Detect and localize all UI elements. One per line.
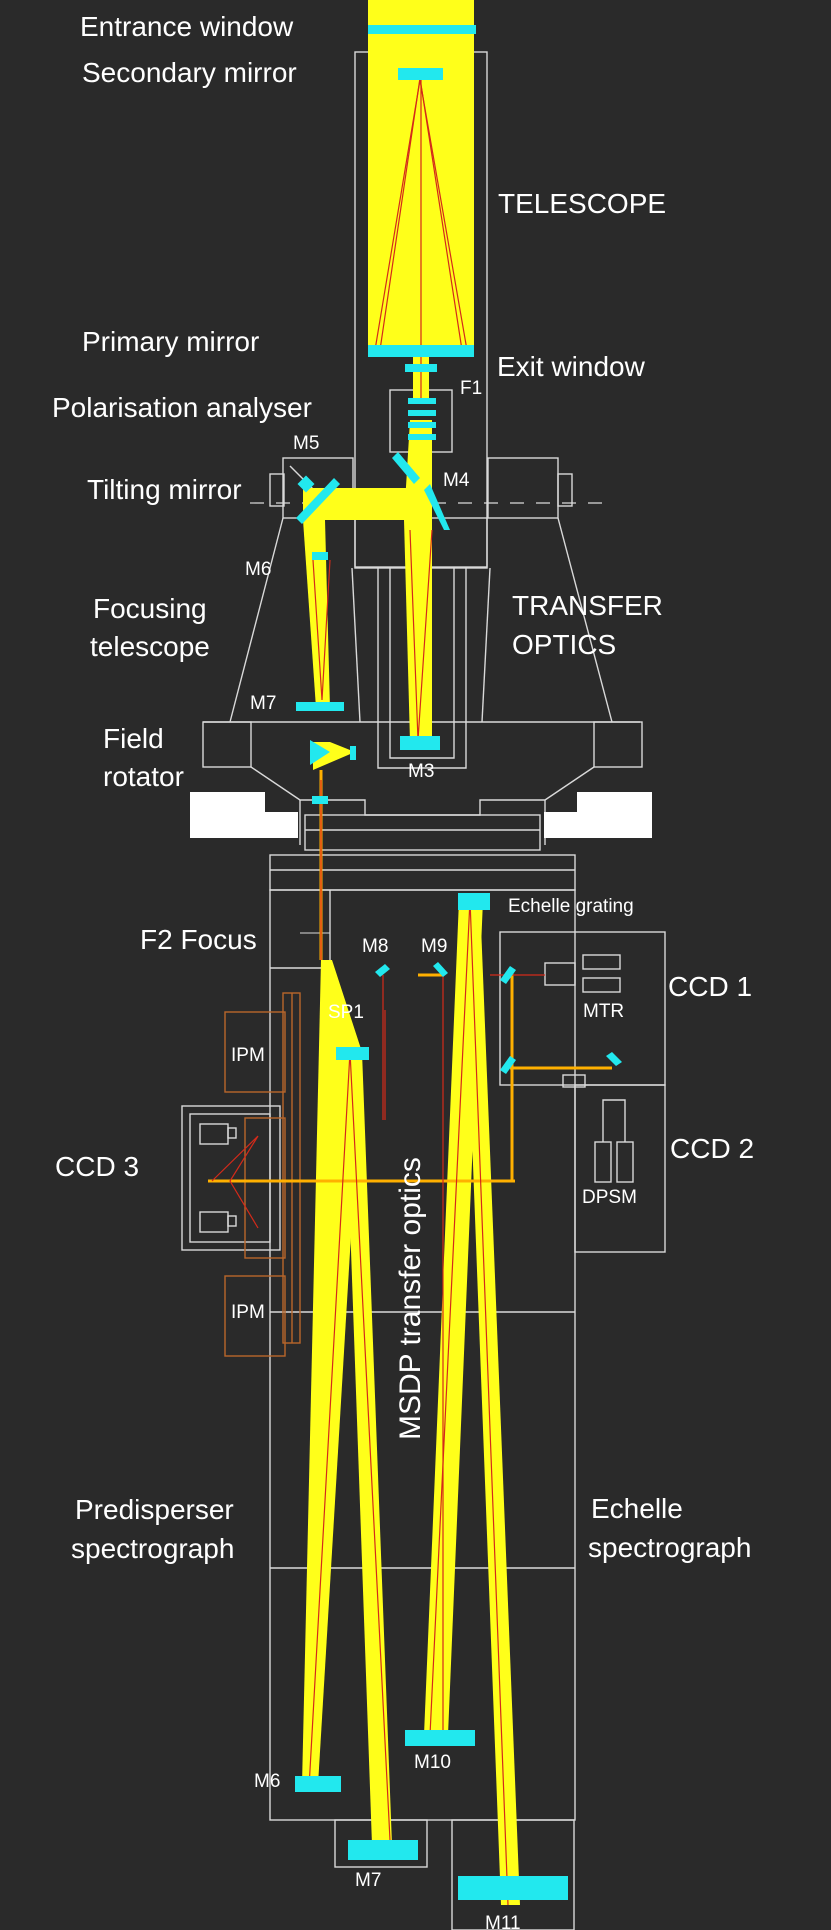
exit-window (405, 364, 437, 372)
mirror-m11 (458, 1876, 568, 1900)
label-f1: F1 (460, 378, 482, 399)
label-entrance-window: Entrance window (80, 11, 294, 42)
mirror-m10 (405, 1730, 475, 1746)
label-predisperser-1: Predisperser (75, 1494, 234, 1525)
label-m4: M4 (443, 470, 470, 491)
instrument-frames (181, 51, 666, 1930)
msdp-top-plate (269, 854, 576, 891)
label-ipm-top: IPM (231, 1045, 265, 1066)
label-polarisation-analyser: Polarisation analyser (52, 392, 312, 423)
base-block-left (190, 792, 298, 838)
label-mtr: MTR (583, 1001, 624, 1022)
label-telescope: TELESCOPE (498, 188, 666, 219)
label-m5: M5 (293, 433, 319, 454)
label-tilting-mirror: Tilting mirror (87, 474, 242, 505)
ccd2-box (574, 1084, 666, 1253)
label-m7-bottom: M7 (355, 1870, 381, 1891)
field-rotator-prism (310, 740, 330, 765)
base-block-right (544, 792, 652, 838)
label-sp1: SP1 (328, 1002, 364, 1023)
label-echelle-grating: Echelle grating (508, 896, 634, 917)
label-ccd2: CCD 2 (670, 1133, 754, 1164)
labels: Entrance window Secondary mirror TELESCO… (52, 11, 754, 1930)
mirror-m9 (433, 962, 448, 977)
label-m11: M11 (485, 1913, 521, 1930)
label-dpsm: DPSM (582, 1187, 637, 1208)
ipm-box-top (224, 1011, 286, 1093)
label-transfer-2: OPTICS (512, 629, 616, 660)
label-m6-top: M6 (245, 559, 271, 580)
mirror-m4 (392, 452, 420, 484)
label-m10: M10 (414, 1752, 451, 1773)
mirror-sp1 (336, 1047, 369, 1060)
label-exit-window: Exit window (497, 351, 646, 382)
secondary-mirror (398, 68, 443, 80)
label-ipm-bottom: IPM (231, 1302, 265, 1323)
label-ccd3: CCD 3 (55, 1151, 139, 1182)
mirror-m3 (400, 736, 440, 750)
light-beams (208, 0, 612, 1905)
tilting-mirror (296, 478, 340, 524)
label-transfer-1: TRANSFER (512, 590, 663, 621)
label-focusing-2: telescope (90, 631, 210, 662)
label-msdp-transfer-optics: MSDP transfer optics (394, 1157, 427, 1440)
label-m6-bottom: M6 (254, 1771, 280, 1792)
label-f2-focus: F2 Focus (140, 924, 257, 955)
label-m8: M8 (362, 936, 388, 957)
mirror-m6-bottom (295, 1776, 341, 1792)
entrance-window (368, 25, 476, 34)
echelle-grating (458, 893, 490, 910)
label-m9: M9 (421, 936, 447, 957)
label-predisperser-2: spectrograph (71, 1533, 234, 1564)
label-m7-top: M7 (250, 693, 276, 714)
label-echelle-1: Echelle (591, 1493, 683, 1524)
label-rotator: rotator (103, 761, 184, 792)
mirror-m7-bottom (348, 1840, 418, 1860)
optical-elements (295, 25, 622, 1900)
mirror-m7-top (296, 702, 344, 711)
ccd3-box (181, 1105, 281, 1251)
transfer-housing-right (487, 457, 559, 519)
mirror-m8 (375, 964, 390, 977)
label-ccd1: CCD 1 (668, 971, 752, 1002)
label-secondary-mirror: Secondary mirror (82, 57, 297, 88)
primary-mirror (368, 345, 474, 357)
label-primary-mirror: Primary mirror (82, 326, 259, 357)
label-m3: M3 (408, 761, 434, 782)
label-focusing-1: Focusing (93, 593, 207, 624)
label-field: Field (103, 723, 164, 754)
ipm-box-bottom (224, 1275, 286, 1357)
label-echelle-2: spectrograph (588, 1532, 751, 1563)
mirror-m6-top (312, 552, 328, 560)
